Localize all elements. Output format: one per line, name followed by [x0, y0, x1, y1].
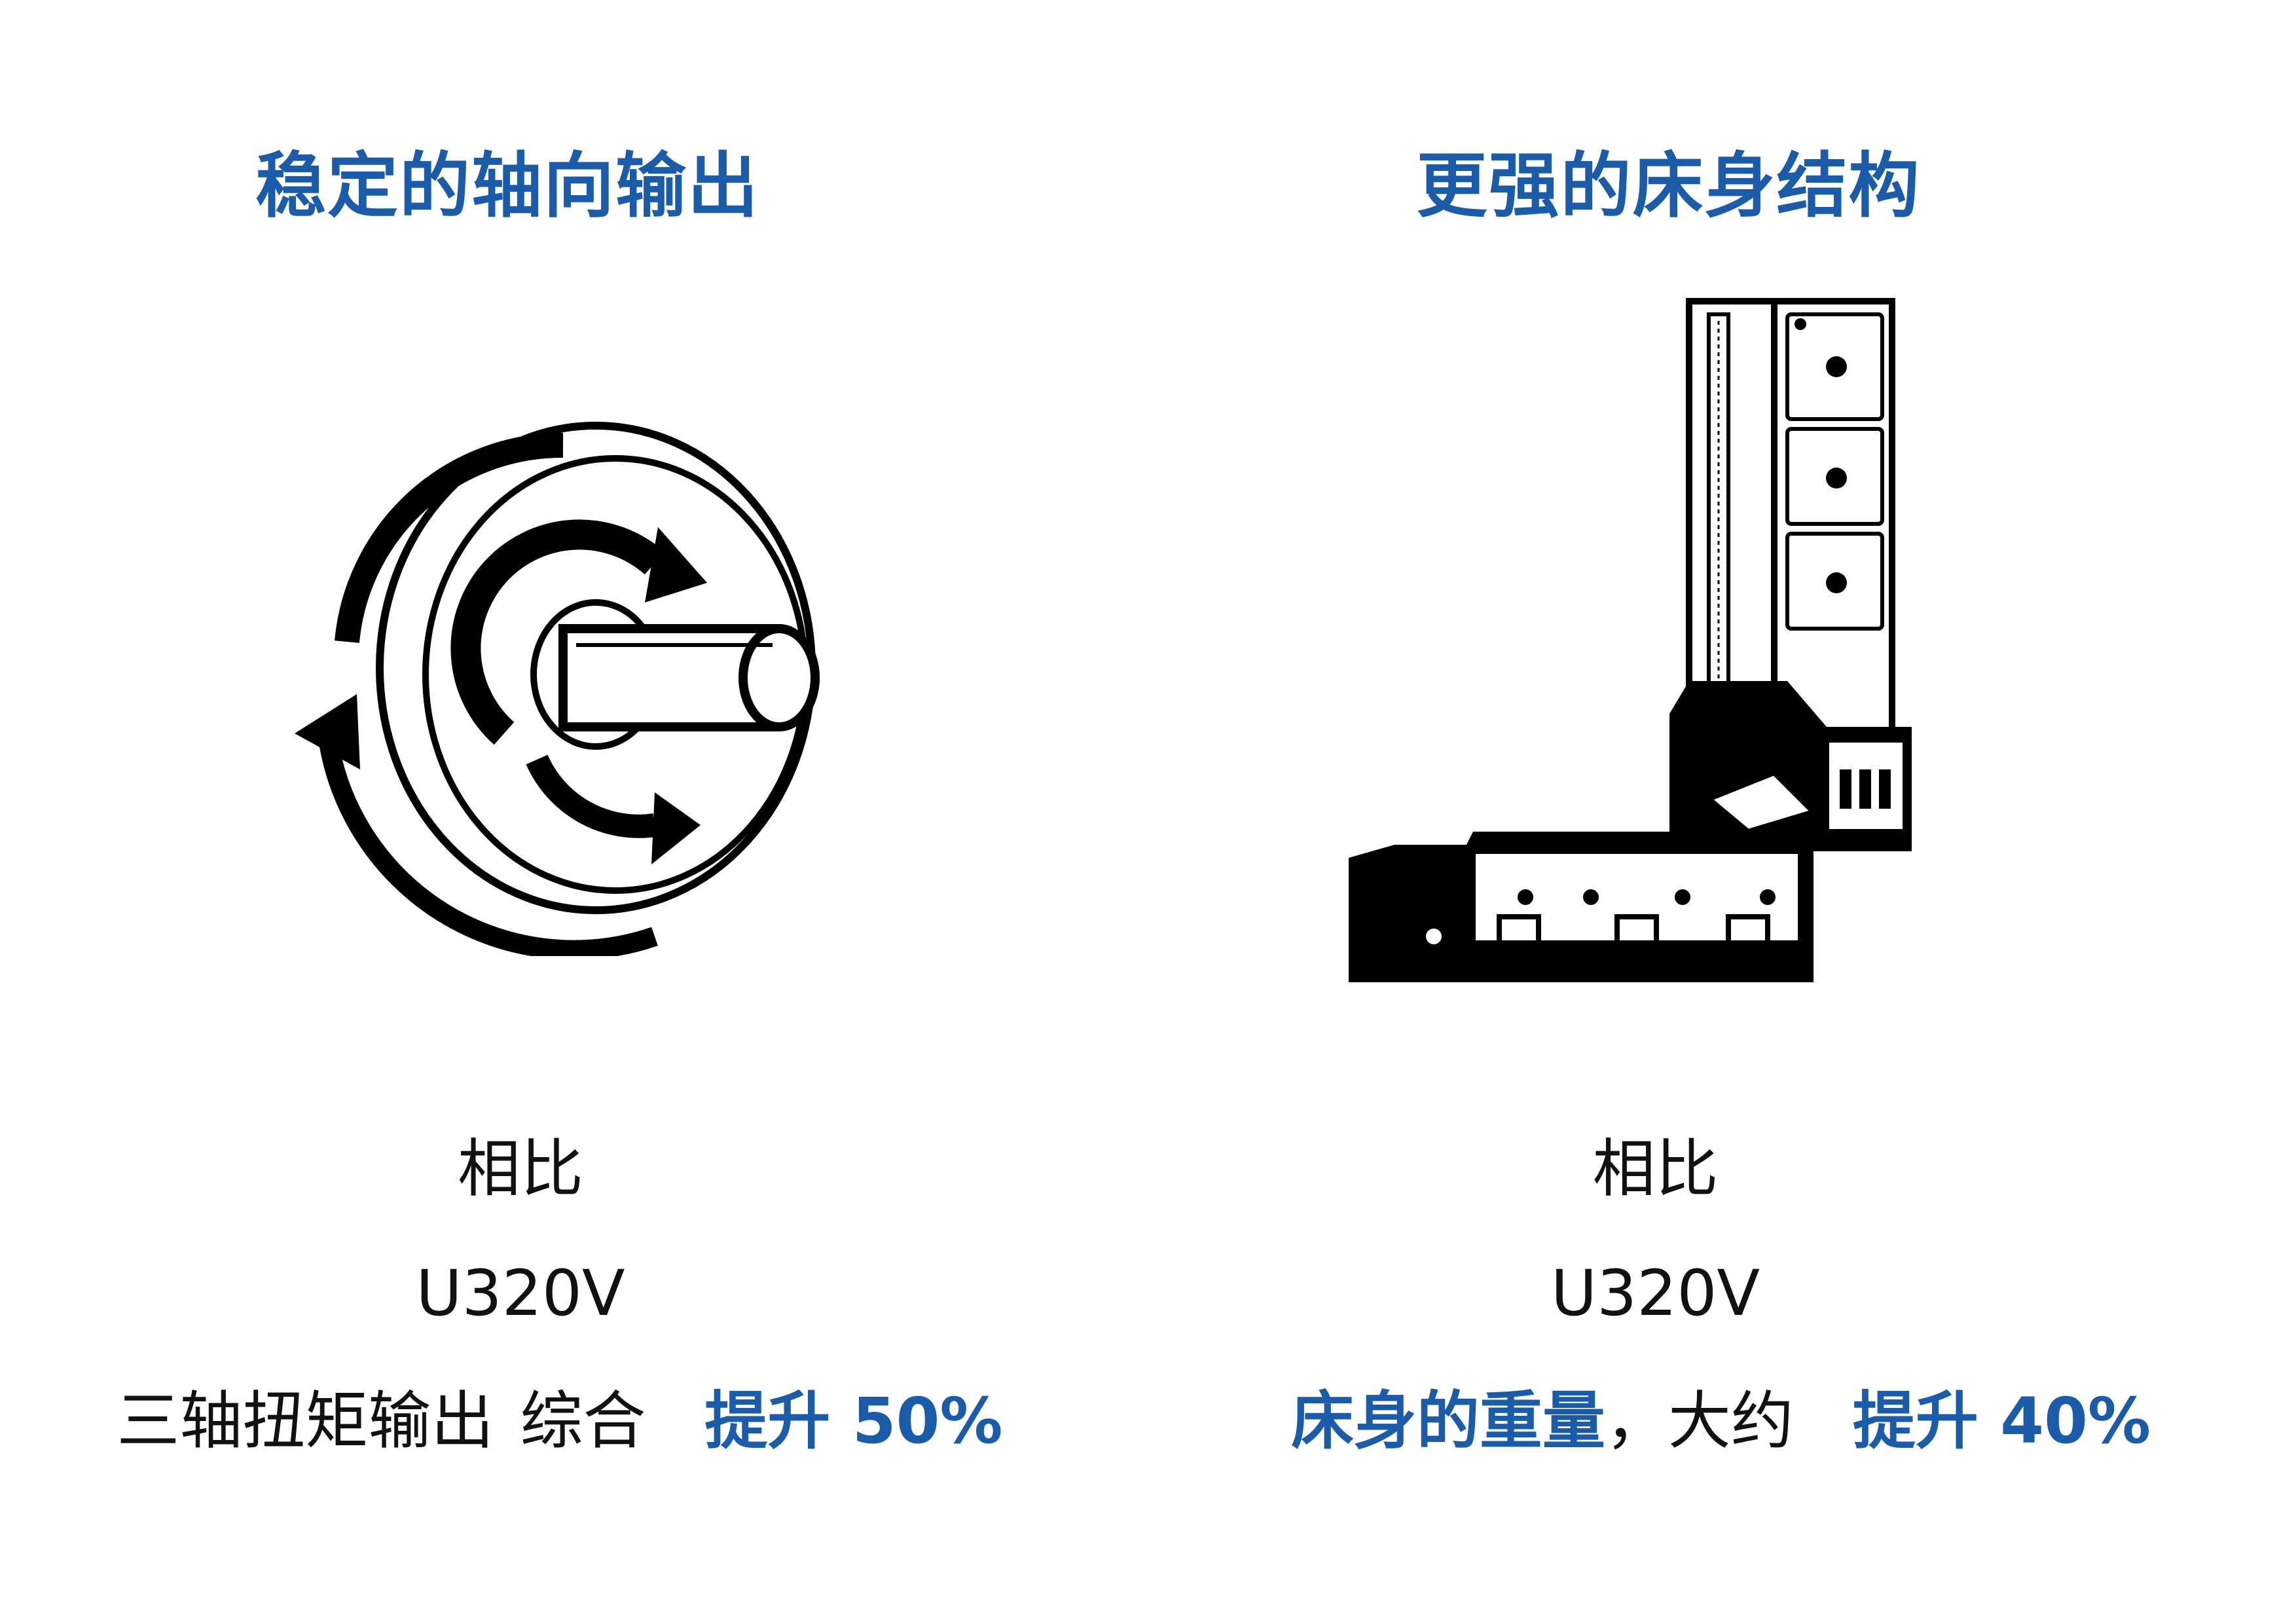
model-label: U320V [1550, 1257, 1760, 1330]
axial-output-heading: 稳定的轴向输出 [255, 145, 759, 227]
bed-hole-4 [1675, 889, 1690, 905]
lower-rotation-arc [318, 732, 658, 956]
axial-output-panel: 稳定的轴向输出 相比 U320V 三轴扭矩输出综合提升 50% [0, 0, 1146, 1624]
bed-structure-heading: 更强的床身结构 [1416, 145, 1921, 227]
upper-inner-arrowhead [645, 527, 707, 602]
torque-result-highlight: 提升 50% [704, 1384, 1003, 1458]
bed-foot-2 [1614, 914, 1659, 946]
lower-inner-arrow-arc [526, 754, 657, 838]
model-label: U320V [416, 1257, 625, 1330]
bed-structure-panel: 更强的床身结构 [1146, 0, 2296, 1624]
torque-result-line: 三轴扭矩输出综合提升 50% [0, 1382, 1133, 1460]
torque-result-prefix: 三轴扭矩输出 [117, 1384, 494, 1458]
base-slot-2 [1859, 769, 1871, 809]
column-hole-2 [1826, 468, 1847, 489]
weight-result-line: 床身的重量，大约提升 40% [1146, 1382, 2296, 1460]
weight-result-highlight: 提升 40% [1852, 1384, 2151, 1458]
lower-inner-arrowhead [651, 792, 701, 864]
outer-ring-arc [335, 432, 564, 643]
bed-hole-5 [1760, 889, 1776, 905]
bed-hole-3 [1583, 889, 1599, 905]
bed-front-face [1470, 849, 1803, 946]
shaft-end [738, 624, 820, 731]
bed-foot-3 [1726, 914, 1770, 946]
torque-result-middle: 综合 [520, 1384, 646, 1458]
column-hole-1 [1826, 356, 1847, 377]
base-slot-1 [1840, 769, 1851, 809]
compare-label: 相比 [1592, 1132, 1719, 1206]
column-hole-3 [1826, 572, 1847, 593]
lower-arrowhead [295, 694, 360, 769]
compare-label: 相比 [458, 1132, 583, 1206]
rotating-shaft-icon [295, 422, 820, 956]
column-small-hole [1795, 318, 1806, 330]
bed-foot-1 [1497, 914, 1541, 946]
saddle [1704, 769, 1819, 835]
bed-hole-1 [1426, 929, 1442, 944]
machine-bed-icon [1349, 298, 1912, 982]
upper-inner-arrow-arc [450, 519, 665, 745]
base-slot-3 [1879, 769, 1891, 809]
bed-hole-2 [1518, 889, 1533, 905]
weight-result-middle: ，大约 [1605, 1384, 1794, 1458]
weight-result-prefix: 床身的重量 [1290, 1384, 1605, 1458]
